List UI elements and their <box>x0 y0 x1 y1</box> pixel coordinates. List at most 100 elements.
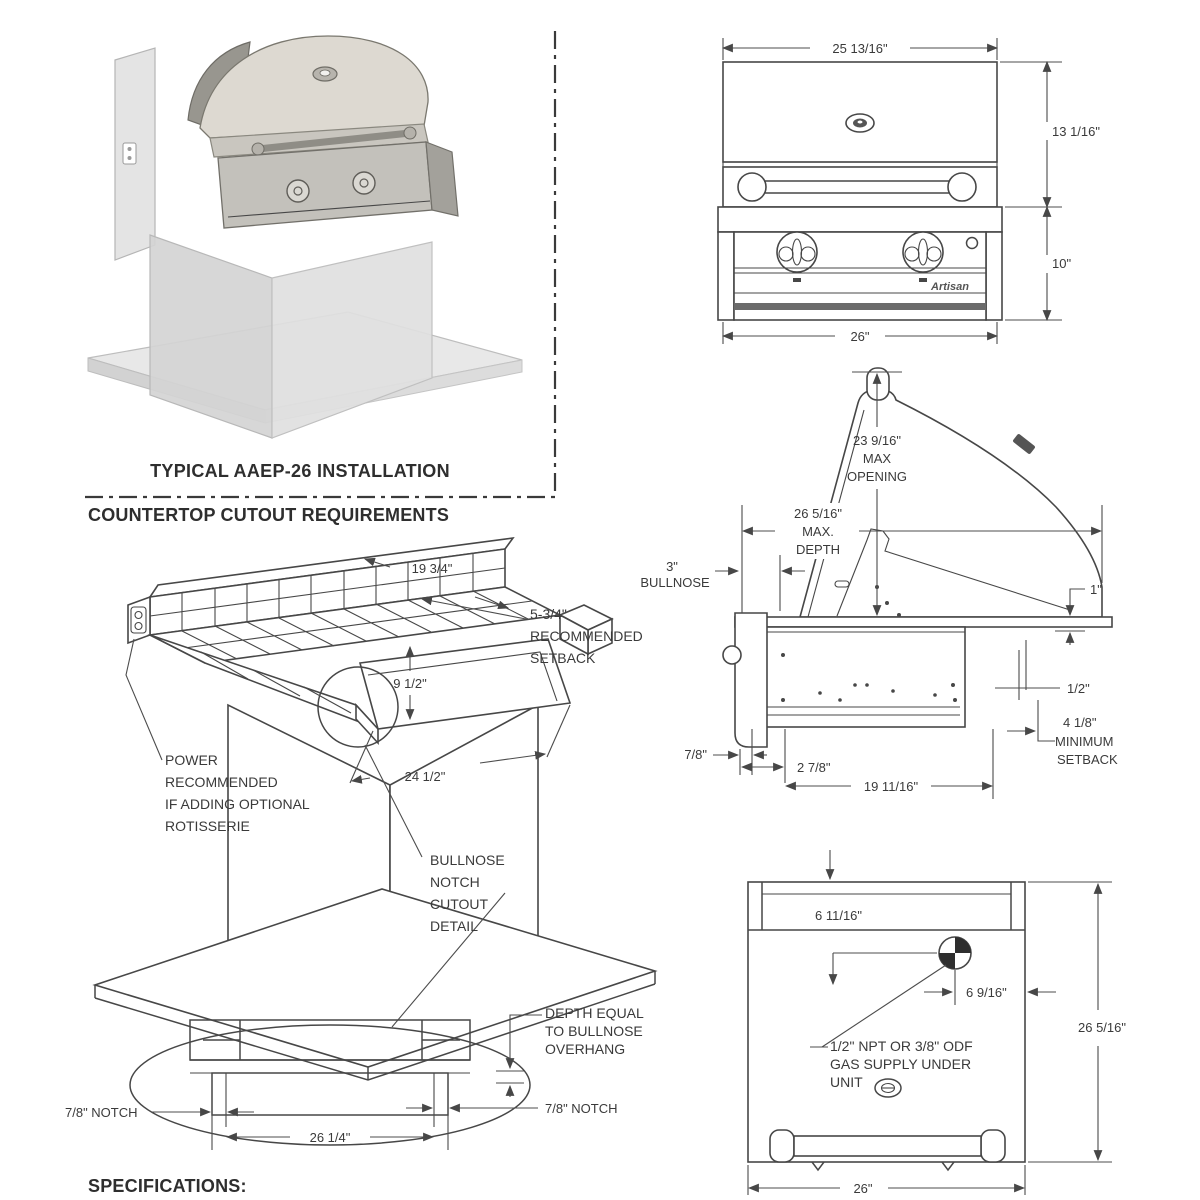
svg-text:OVERHANG: OVERHANG <box>545 1041 625 1057</box>
grill-handle <box>254 129 414 153</box>
svg-text:19 11/16": 19 11/16" <box>864 779 919 794</box>
svg-text:23 9/16": 23 9/16" <box>853 433 901 448</box>
backsplash <box>127 536 515 645</box>
svg-text:UNIT: UNIT <box>830 1074 863 1090</box>
svg-text:SETBACK: SETBACK <box>1057 752 1118 767</box>
hood-vent <box>1013 434 1035 454</box>
svg-text:ROTISSERIE: ROTISSERIE <box>165 818 250 834</box>
specifications-heading: SPECIFICATIONS: <box>88 1176 247 1196</box>
svg-text:19 3/4": 19 3/4" <box>412 561 453 576</box>
notch-detail-circle <box>317 666 399 748</box>
front-view-drawing: Artisan <box>717 61 1003 321</box>
svg-text:CUTOUT: CUTOUT <box>430 896 489 912</box>
installation-isometric-view: TYPICAL AAEP-26 INSTALLATION <box>85 30 557 499</box>
gas-inlet-icon <box>874 1078 902 1098</box>
section-border <box>85 30 557 499</box>
svg-text:DEPTH: DEPTH <box>796 542 840 557</box>
svg-text:GAS SUPPLY UNDER: GAS SUPPLY UNDER <box>830 1056 971 1072</box>
svg-text:RECOMMENDED: RECOMMENDED <box>165 774 278 790</box>
detail-bubble <box>129 1024 531 1146</box>
svg-text:MAX: MAX <box>863 451 892 466</box>
dim-width-top: 25 13/16" <box>832 41 888 56</box>
cart-pedestal <box>149 234 433 439</box>
svg-text:3": 3" <box>666 559 678 574</box>
svg-text:MINIMUM: MINIMUM <box>1055 734 1114 749</box>
hood-handle-end <box>866 367 890 401</box>
dim-cutout-depth: 19 3/4" <box>363 557 510 610</box>
side-view-dimensions: 23 9/16" MAX OPENING 26 5/16" MAX. DEPTH… <box>640 371 1118 799</box>
cart-back-panel <box>114 47 156 261</box>
counter-right-end <box>558 604 614 656</box>
svg-text:SETBACK: SETBACK <box>530 650 596 666</box>
front-view: Artisan 25 13/16" 13 1/16" 10" 26" <box>717 38 1100 344</box>
grill-hood <box>199 35 429 139</box>
notch-detail-view: 7/8" NOTCH 7/8" NOTCH 26 1/4" DEPTH EQUA… <box>65 1005 644 1150</box>
svg-text:7/8": 7/8" <box>684 747 707 762</box>
grill-body-section <box>751 626 966 728</box>
svg-text:MAX.: MAX. <box>802 524 834 539</box>
counter-band <box>717 206 1003 233</box>
burner-knob-icon <box>352 171 376 195</box>
grill-isometric <box>187 35 459 229</box>
dim-cutout-inner-depth: 9 1/2" <box>393 645 427 721</box>
gas-supply-note: 1/2" NPT OR 3/8" ODF GAS SUPPLY UNDER UN… <box>810 964 973 1090</box>
svg-text:OPENING: OPENING <box>847 469 907 484</box>
side-knob <box>722 645 742 665</box>
svg-text:4 1/8": 4 1/8" <box>1063 715 1097 730</box>
dim-width: 26" <box>853 1181 872 1196</box>
ignitor-button-icon <box>965 236 979 250</box>
svg-text:1/2" NPT OR 3/8" ODF: 1/2" NPT OR 3/8" ODF <box>830 1038 973 1054</box>
countertop-heading: COUNTERTOP CUTOUT REQUIREMENTS <box>88 505 450 525</box>
notch-detail-note: BULLNOSE NOTCH CUTOUT DETAIL <box>364 744 506 1028</box>
mounting-holes <box>781 653 957 702</box>
bottom-view: 6 11/16" 6 9/16" 1/2" NPT OR 3/8" ODF GA… <box>747 850 1126 1196</box>
countertop-cutout-view: 19 3/4" 5-3/4" RECOMMENDED SETBACK 9 1/2… <box>92 536 658 1081</box>
notch-detail-drawing <box>189 1019 471 1116</box>
power-note: POWER RECOMMENDED IF ADDING OPTIONAL ROT… <box>125 638 310 834</box>
foot-icon <box>941 1161 955 1172</box>
svg-text:DEPTH EQUAL: DEPTH EQUAL <box>545 1005 644 1021</box>
dim-depth: 26 5/16" <box>1078 1020 1126 1035</box>
brand-logo: Artisan <box>930 281 969 293</box>
svg-text:26 5/16": 26 5/16" <box>794 506 842 521</box>
svg-text:1/2": 1/2" <box>1067 681 1090 696</box>
dim-base-height: 10" <box>1052 256 1071 271</box>
svg-text:5-3/4": 5-3/4" <box>530 606 567 622</box>
svg-text:7/8" NOTCH: 7/8" NOTCH <box>545 1101 618 1116</box>
svg-text:9 1/2": 9 1/2" <box>393 676 427 691</box>
installation-caption: TYPICAL AAEP-26 INSTALLATION <box>150 461 450 481</box>
svg-text:BULLNOSE: BULLNOSE <box>430 852 505 868</box>
outlet-icon <box>122 142 137 165</box>
svg-text:1": 1" <box>1090 582 1102 597</box>
foot-icon <box>811 1161 825 1172</box>
burner-knob-icon <box>286 179 310 203</box>
burner-knob-icon <box>776 231 818 282</box>
dim-width-bottom: 26" <box>850 329 869 344</box>
svg-text:POWER: POWER <box>165 752 218 768</box>
notch-detail-dimensions: 7/8" NOTCH 7/8" NOTCH 26 1/4" DEPTH EQUA… <box>65 1005 644 1150</box>
svg-text:BULLNOSE: BULLNOSE <box>640 575 710 590</box>
dim-side-inset: 6 9/16" <box>966 985 1007 1000</box>
side-section-view: 23 9/16" MAX OPENING 26 5/16" MAX. DEPTH… <box>640 367 1118 799</box>
handle-end-right <box>947 172 977 202</box>
front-view-dimensions: 25 13/16" 13 1/16" 10" 26" <box>721 38 1100 344</box>
svg-text:NOTCH: NOTCH <box>430 874 480 890</box>
handle-end-left <box>737 172 767 202</box>
svg-text:RECOMMENDED: RECOMMENDED <box>530 628 643 644</box>
svg-text:2 7/8": 2 7/8" <box>797 760 831 775</box>
svg-text:26 1/4": 26 1/4" <box>310 1130 351 1145</box>
svg-text:24 1/2": 24 1/2" <box>405 769 446 784</box>
svg-text:DETAIL: DETAIL <box>430 918 478 934</box>
dim-cutout-width: 24 1/2" <box>349 704 571 784</box>
datum-target-icon <box>938 936 972 970</box>
side-view-drawing <box>722 367 1113 748</box>
lower-trim <box>734 303 986 310</box>
dim-hood-height: 13 1/16" <box>1052 124 1100 139</box>
countertop-line <box>734 616 1113 628</box>
countertop-cutout-hole <box>358 638 572 730</box>
island-base-slab <box>92 888 658 1081</box>
svg-text:TO BULLNOSE: TO BULLNOSE <box>545 1023 643 1039</box>
outlet-icon <box>130 606 147 634</box>
hood-front <box>722 61 998 163</box>
